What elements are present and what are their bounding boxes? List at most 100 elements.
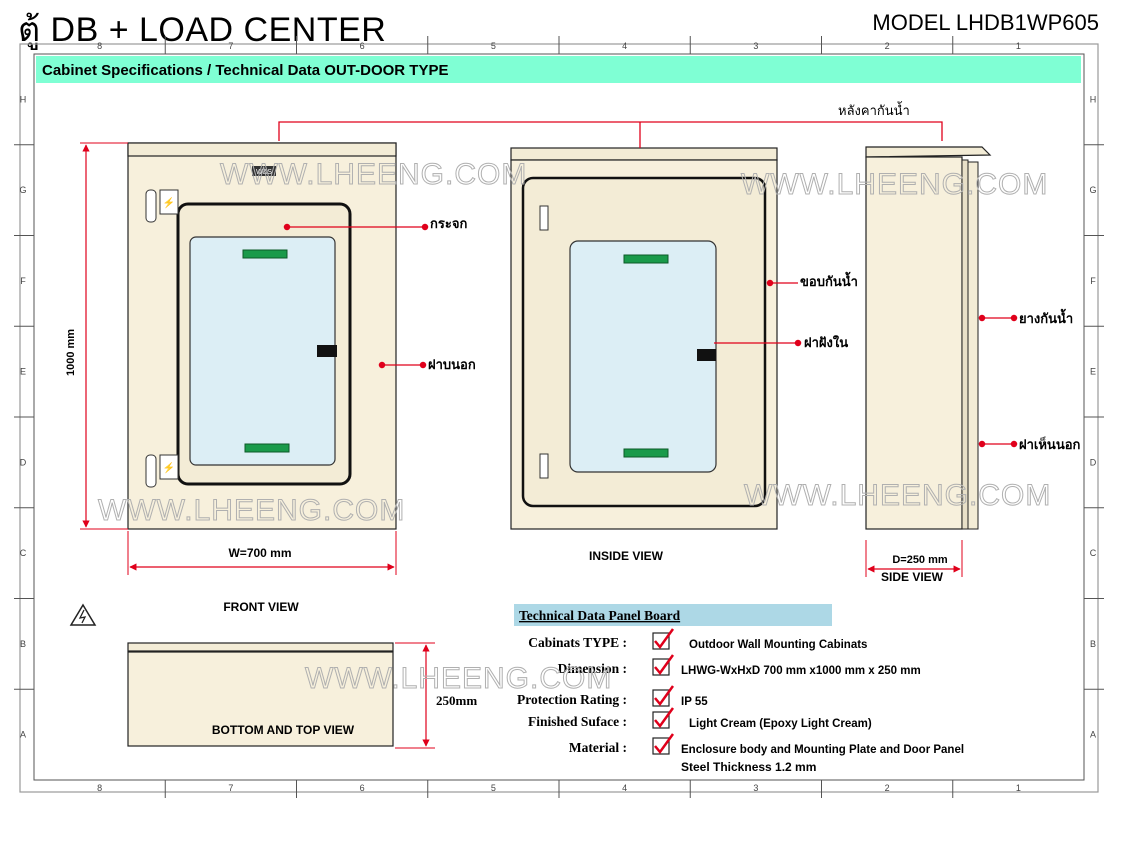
tech-row: Finished Suface :Light Cream (Epoxy Ligh… <box>528 707 872 730</box>
tech-row: Protection Rating : IP 55 <box>517 685 708 708</box>
front-glass <box>189 236 336 466</box>
width-dimension: W=700 mm <box>127 531 397 575</box>
tech-row-label: Material : <box>569 740 627 755</box>
column-number: 2 <box>885 41 890 51</box>
row-letter: H <box>20 94 27 104</box>
inside-hinge-top <box>539 205 549 231</box>
row-letter: E <box>20 367 26 377</box>
width-label: W=700 mm <box>228 546 291 560</box>
hinge-bottom: ⚡ <box>145 454 179 488</box>
row-letter: E <box>1090 367 1096 377</box>
tech-row: Cabinats TYPE : Outdoor Wall Mounting Cab… <box>528 628 867 651</box>
inner-door-glass <box>569 240 717 473</box>
tech-row: Material : Enclosure body and Mounting Pl… <box>569 733 964 756</box>
row-letter: G <box>1089 185 1096 195</box>
page-title: ตู้ DB + LOAD CENTER <box>18 11 387 49</box>
tech-row-label: Cabinats TYPE : <box>528 635 627 650</box>
svg-text:⚡: ⚡ <box>163 461 175 474</box>
outer-door-label: ฝาบนอก <box>428 357 476 372</box>
column-number: 8 <box>97 783 102 793</box>
electrical-warning-icon <box>69 603 97 626</box>
rim-label: ขอบกันน้ำ <box>800 271 858 289</box>
nameplate-text: W&S <box>256 169 272 176</box>
bottom-view-label: BOTTOM AND TOP VIEW <box>212 723 355 737</box>
height-label: 1000 mm <box>65 329 77 376</box>
tech-row-value: Light Cream (Epoxy Light Cream) <box>689 718 872 730</box>
tech-row-value: IP 55 <box>681 696 708 708</box>
checkbox-checked-icon <box>652 685 675 707</box>
spec-banner-text: Cabinet Specifications / Technical Data … <box>42 62 448 79</box>
watermark: WWW.LHEENG.COM <box>741 168 1048 201</box>
row-letter: G <box>19 185 26 195</box>
svg-text:⚡: ⚡ <box>163 196 175 209</box>
tech-row-label: Protection Rating : <box>517 692 627 707</box>
spec-banner <box>36 56 1081 83</box>
side-roof <box>865 146 992 158</box>
front-lock <box>317 345 337 357</box>
inner-door-label: ฝาฝังใน <box>804 334 848 350</box>
side-body <box>865 156 963 530</box>
checkbox-checked-icon <box>652 654 675 676</box>
column-number: 2 <box>885 783 890 793</box>
front-roof <box>127 142 397 157</box>
column-number: 3 <box>753 41 758 51</box>
tech-row-label: Dimension : <box>558 661 627 676</box>
bottom-view-lip <box>127 642 394 652</box>
inside-lock <box>697 349 716 361</box>
tech-row-value: Outdoor Wall Mounting Cabinats <box>689 639 867 651</box>
tech-row: Dimension : LHWG-WxHxD 700 mm x1000 mm x … <box>558 654 921 677</box>
bottom-view-body <box>127 651 394 747</box>
side-gasket <box>961 159 969 530</box>
column-number: 4 <box>622 783 627 793</box>
front-view-label: FRONT VIEW <box>223 600 299 614</box>
watermark: WWW.LHEENG.COM <box>744 479 1051 512</box>
row-letter: C <box>1090 548 1097 558</box>
glass-label: กระจก <box>430 216 467 231</box>
row-letter: F <box>1090 276 1096 286</box>
model-number: MODEL LHDB1WP605 <box>872 10 1099 35</box>
callout-leaders: กระจก ฝาบนอก ขอบกันน้ำ ฝาฝังใน ยางกันน้ำ… <box>283 216 1081 452</box>
height-dimension: 1000 mm <box>65 142 128 530</box>
side-door-panel <box>967 161 979 530</box>
column-number: 4 <box>622 41 627 51</box>
inside-roof <box>510 147 778 161</box>
front-top-handle <box>242 249 288 259</box>
column-number: 6 <box>360 783 365 793</box>
checkbox-checked-icon <box>652 628 675 650</box>
tech-material-line2: Steel Thickness 1.2 mm <box>681 760 816 774</box>
tech-row-value: LHWG-WxHxD 700 mm x1000 mm x 250 mm <box>681 665 921 677</box>
hinge-top: ⚡ <box>145 189 179 223</box>
inside-hinge-bottom <box>539 453 549 479</box>
outer-panel-label: ฝาเห็นนอก <box>1019 435 1081 452</box>
row-letter: D <box>1090 457 1097 467</box>
column-number: 1 <box>1016 41 1021 51</box>
checkbox-checked-icon <box>652 707 675 729</box>
watermark: WWW.LHEENG.COM <box>220 158 527 191</box>
row-letter: D <box>20 457 27 467</box>
tech-row-value: Enclosure body and Mounting Plate and Do… <box>681 744 964 756</box>
column-number: 8 <box>97 41 102 51</box>
watermarks: WWW.LHEENG.COM WWW.LHEENG.COM WWW.LHEENG… <box>98 158 1051 696</box>
inside-view-label: INSIDE VIEW <box>589 549 664 563</box>
bottom-top-view: BOTTOM AND TOP VIEW 250mm <box>127 642 477 749</box>
column-number: 7 <box>228 783 233 793</box>
column-number: 7 <box>228 41 233 51</box>
tech-heading-bg <box>514 604 832 626</box>
roof-label: หลังคากันน้ำ <box>838 101 910 118</box>
column-number: 5 <box>491 783 496 793</box>
row-letter: C <box>20 548 27 558</box>
checkbox-checked-icon <box>652 733 675 755</box>
inside-bottom-handle <box>623 448 669 458</box>
roof-callout: หลังคากันน้ำ <box>278 101 943 148</box>
inside-view <box>510 147 778 530</box>
side-view <box>865 146 992 530</box>
watermark: WWW.LHEENG.COM <box>98 494 405 527</box>
row-letter: H <box>1090 94 1097 104</box>
technical-data-table: Technical Data Panel Board Cabinats TYPE… <box>514 604 964 774</box>
column-number: 6 <box>360 41 365 51</box>
